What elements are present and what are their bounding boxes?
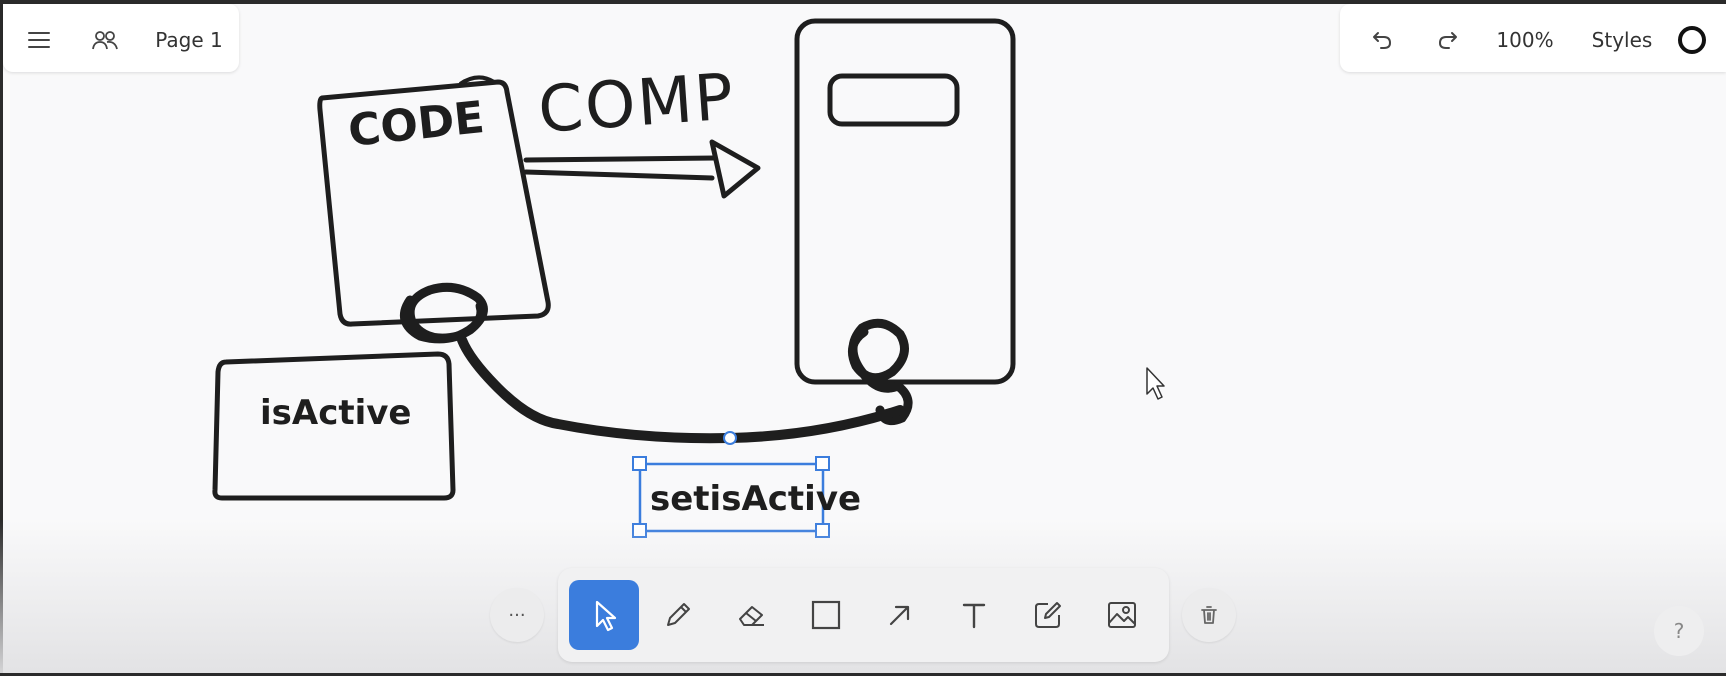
comp-arrow-shaft[interactable] — [523, 155, 718, 181]
phone-screen-slot[interactable] — [827, 73, 960, 127]
hamburger-icon — [28, 32, 50, 48]
trash-icon — [1201, 606, 1217, 624]
tool-toolbar — [558, 568, 1169, 662]
people-icon — [92, 31, 118, 50]
more-options-label: ··· — [508, 604, 526, 626]
code-box-knot — [399, 282, 488, 344]
page-menu-button[interactable]: Page 1 — [155, 28, 223, 52]
color-swatch-button[interactable] — [1672, 20, 1712, 60]
tool-note[interactable] — [1013, 580, 1083, 650]
tool-arrow[interactable] — [865, 580, 935, 650]
styles-button[interactable]: Styles — [1591, 28, 1653, 52]
mouse-cursor-icon — [1146, 367, 1165, 400]
rectangle-icon — [811, 600, 841, 630]
code-box-scribble — [458, 75, 496, 86]
zoom-level[interactable]: 100% — [1496, 28, 1554, 52]
tool-image[interactable] — [1087, 580, 1157, 650]
is-active-label[interactable]: isActive — [260, 393, 412, 433]
redo-icon — [1439, 32, 1457, 49]
style-panel: 100% Styles — [1340, 4, 1726, 72]
comp-arrow-head[interactable] — [709, 139, 761, 199]
code-box-shape[interactable] — [317, 79, 551, 327]
selection-handle-tl[interactable] — [632, 456, 647, 471]
image-icon — [1108, 602, 1136, 628]
menu-button[interactable] — [19, 20, 59, 60]
tool-draw[interactable] — [643, 580, 713, 650]
set-is-active-label[interactable]: setisActive — [650, 479, 861, 519]
window-frame-left — [0, 0, 3, 676]
delete-button[interactable] — [1182, 588, 1236, 642]
pencil-icon — [667, 603, 690, 626]
redo-button[interactable] — [1428, 20, 1468, 60]
is-active-box-shape[interactable] — [212, 351, 456, 501]
window-frame-bottom — [0, 673, 1726, 676]
note-edit-icon — [1035, 602, 1061, 628]
tool-text[interactable] — [939, 580, 1009, 650]
cursor-arrow-icon — [595, 600, 617, 632]
undo-icon — [1373, 32, 1391, 49]
phone-shape[interactable] — [794, 18, 1016, 385]
color-circle-icon — [1678, 26, 1706, 54]
arrow-icon — [889, 605, 910, 626]
phone-knot — [847, 318, 913, 426]
more-options-button[interactable]: ··· — [490, 588, 544, 642]
main-menu-panel: Page 1 — [3, 4, 239, 72]
tool-select[interactable] — [569, 580, 639, 650]
connector-midpoint-handle[interactable] — [723, 431, 737, 445]
selection-handle-tr[interactable] — [815, 456, 830, 471]
undo-button[interactable] — [1362, 20, 1402, 60]
selection-handle-bl[interactable] — [632, 523, 647, 538]
window-frame-top — [0, 0, 1726, 4]
tool-rectangle[interactable] — [791, 580, 861, 650]
connector-curve[interactable] — [457, 335, 905, 444]
eraser-icon — [739, 606, 764, 626]
tool-eraser[interactable] — [717, 580, 787, 650]
people-button[interactable] — [85, 20, 125, 60]
code-label[interactable]: CODE — [346, 92, 487, 157]
help-label: ? — [1673, 619, 1685, 643]
comp-label[interactable]: COMP — [536, 60, 738, 148]
text-icon — [962, 603, 986, 629]
help-button[interactable]: ? — [1654, 606, 1704, 656]
selection-handle-br[interactable] — [815, 523, 830, 538]
